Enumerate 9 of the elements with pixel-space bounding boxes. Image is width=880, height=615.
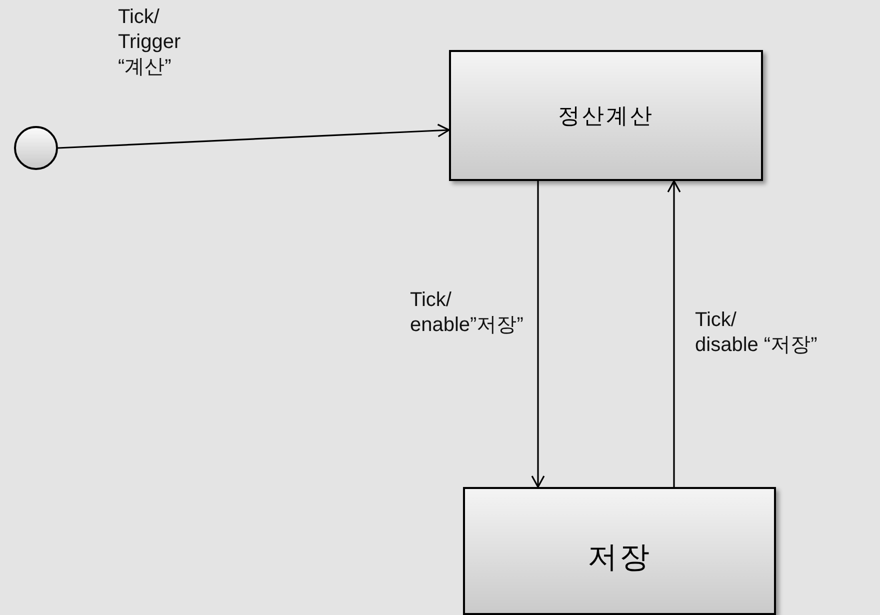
edge-label: Tick/ enable”저장” bbox=[410, 288, 524, 338]
transition-arrow bbox=[531, 181, 545, 488]
state-box: 저장 bbox=[463, 487, 776, 615]
initial-state-circle bbox=[14, 126, 58, 170]
edge-label: Tick/ Trigger “계산” bbox=[118, 5, 182, 80]
transition-arrow bbox=[667, 180, 681, 487]
transition-arrow bbox=[58, 124, 450, 149]
state-box: 정산계산 bbox=[449, 50, 763, 181]
edge-label: Tick/ disable “저장” bbox=[695, 308, 818, 358]
